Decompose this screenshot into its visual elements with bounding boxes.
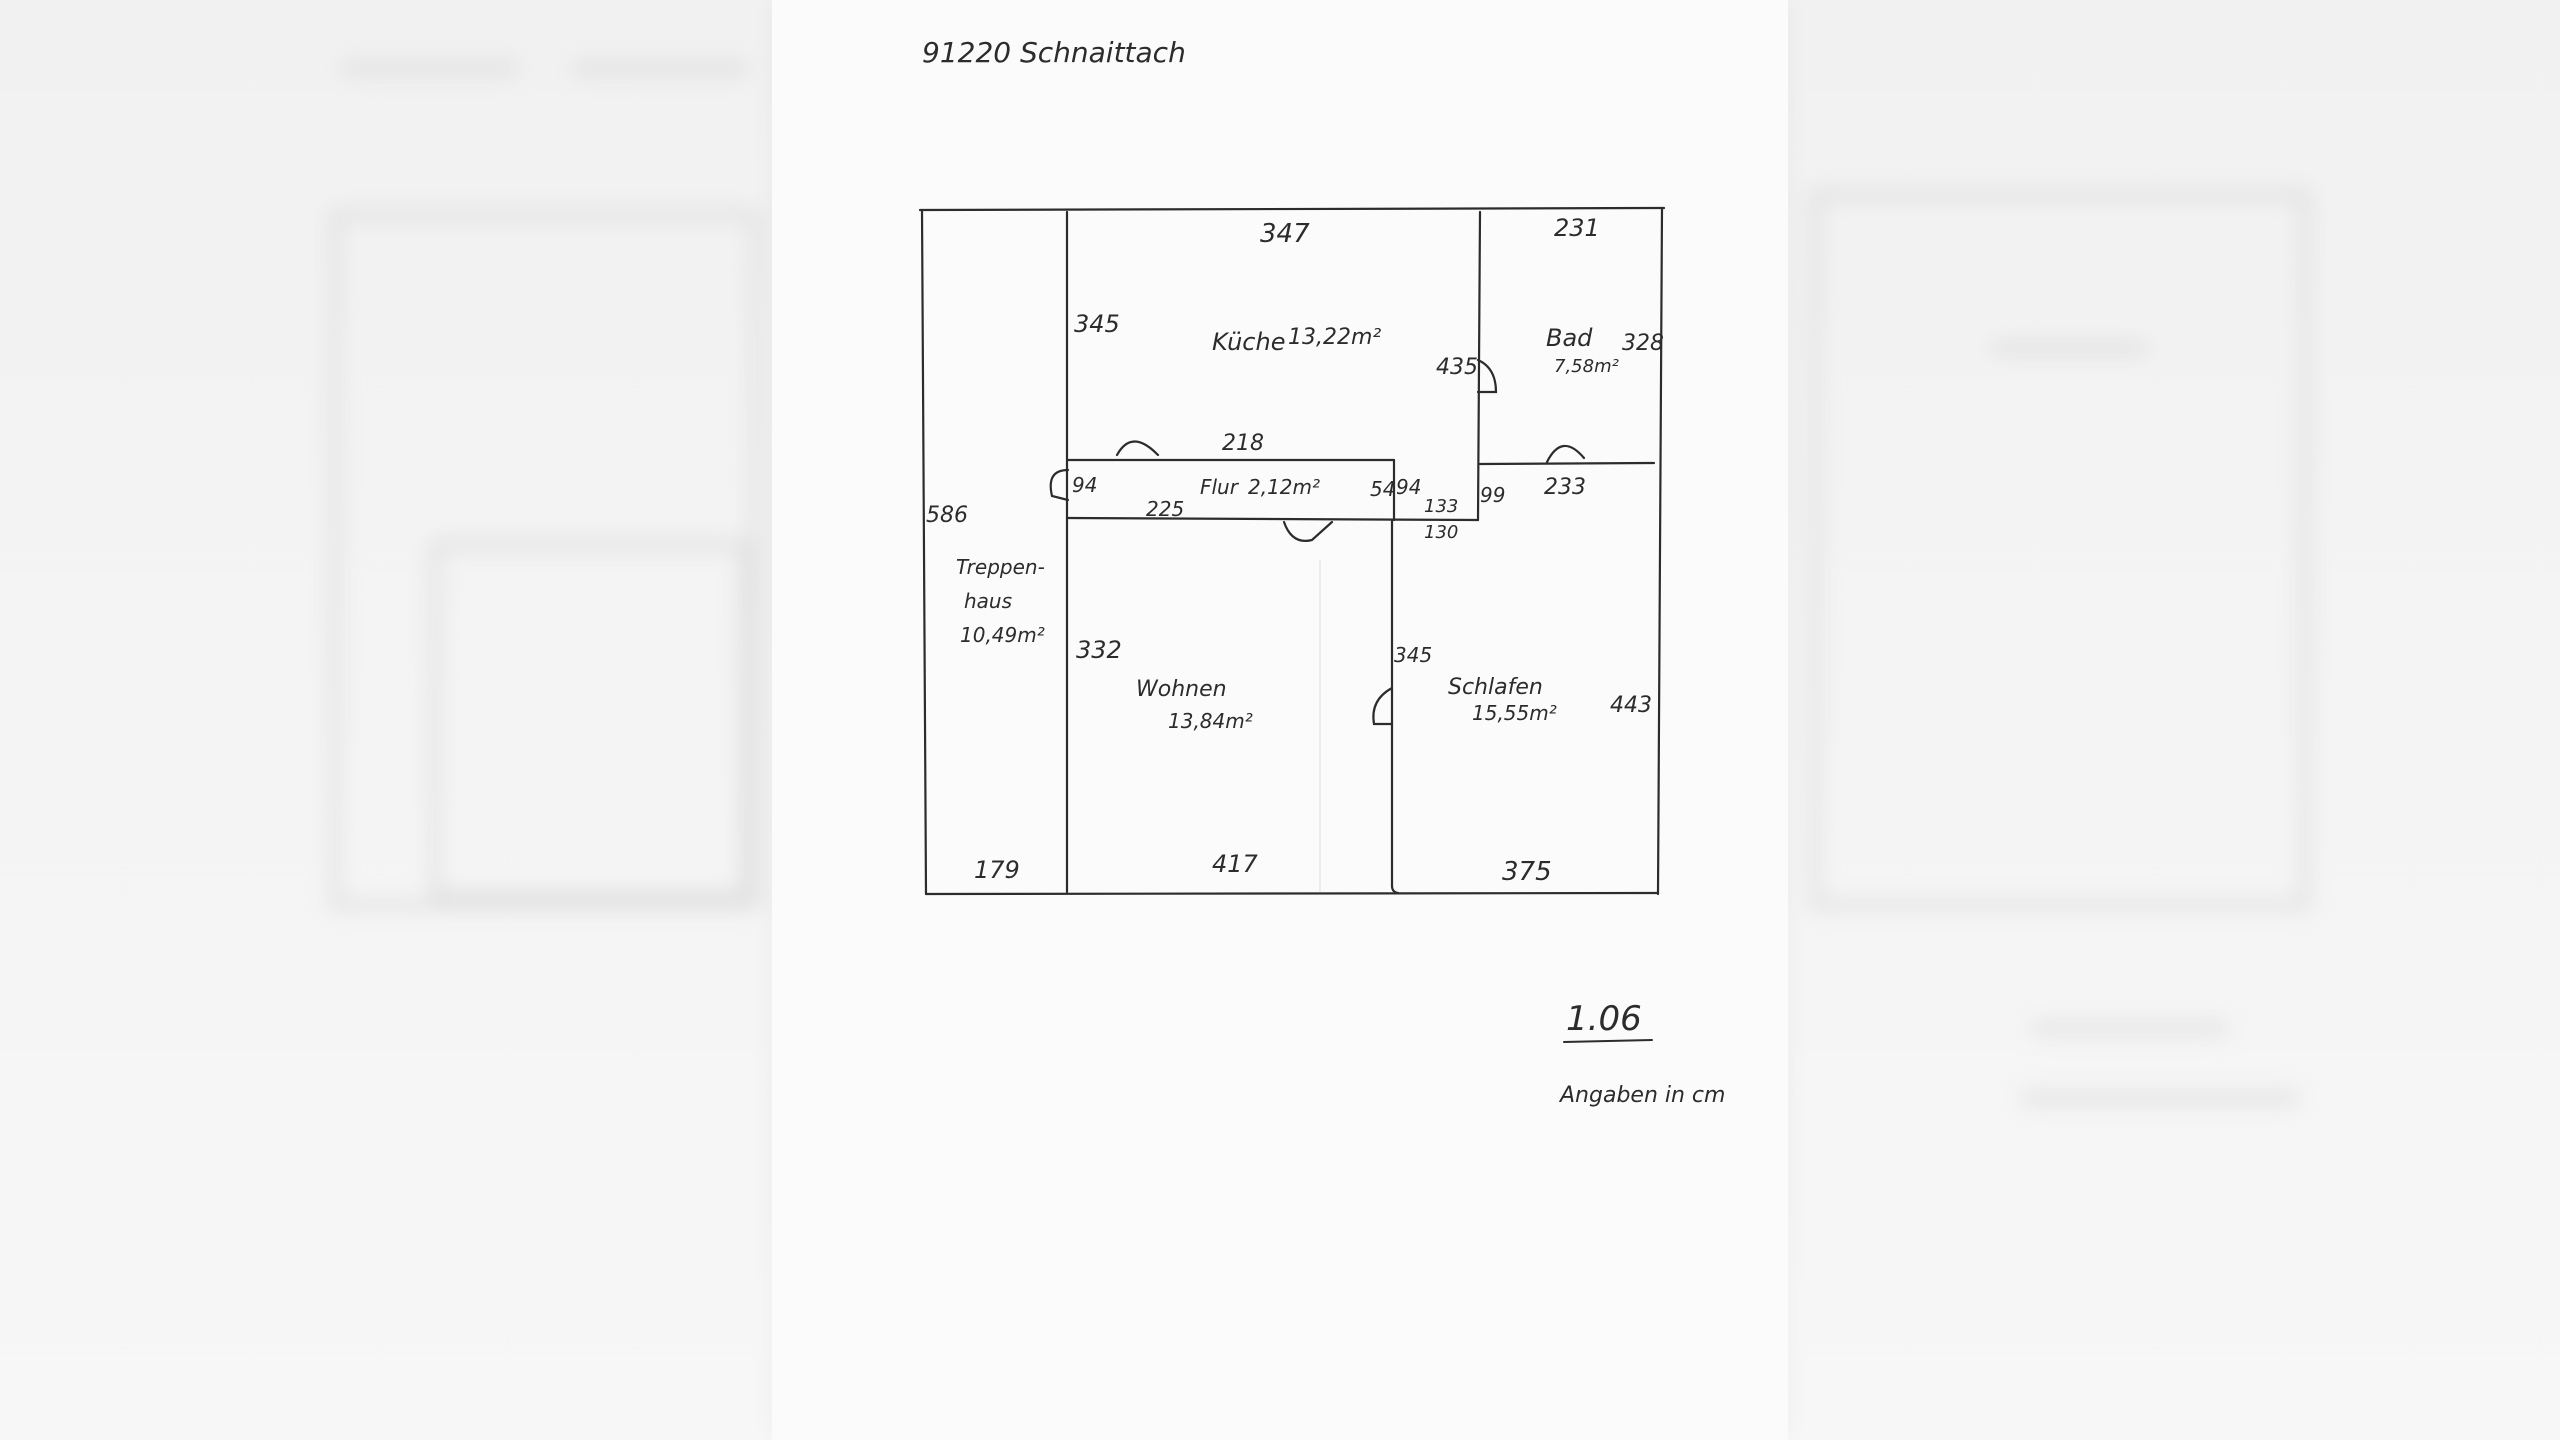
wall-top <box>918 206 1666 212</box>
dim-bedroom-left: 345 <box>1394 643 1432 667</box>
room-kuche-area: 13,22m² <box>1288 325 1381 350</box>
dim-stair-bottom: 179 <box>974 856 1020 884</box>
dim-hall-left: 94 <box>1072 473 1097 497</box>
dim-kitchen-left: 345 <box>1074 310 1120 338</box>
wall-hall-bottom <box>1066 516 1480 522</box>
dim-bath-top: 231 <box>1554 214 1600 242</box>
plan-id-underline <box>1563 1039 1653 1043</box>
door-swing-kitchen <box>1115 440 1160 457</box>
room-treppenhaus-area: 10,49m² <box>960 623 1045 647</box>
dim-99: 99 <box>1480 483 1505 507</box>
room-wohnen-name: Wohnen <box>1136 677 1227 702</box>
door-swing-stair <box>1049 468 1070 502</box>
room-schlafen-area: 15,55m² <box>1472 701 1557 725</box>
dim-living-bottom: 417 <box>1212 850 1259 878</box>
blurred-left-echo <box>300 20 760 940</box>
dim-hall-right-2: 94 <box>1396 475 1421 499</box>
room-schlafen-name: Schlafen <box>1448 675 1543 700</box>
address-label: 91220 Schnaittach <box>922 36 1186 69</box>
dim-bath-right: 328 <box>1622 331 1664 356</box>
room-kuche-name: Küche <box>1212 328 1285 356</box>
wall-kitchen-right <box>1476 210 1482 522</box>
room-wohnen-area: 13,84m² <box>1168 709 1253 733</box>
dim-bath-bottom: 233 <box>1544 475 1586 500</box>
units-note: Angaben in cm <box>1558 1083 1725 1108</box>
wall-bath-bottom <box>1478 461 1656 466</box>
room-flur-area: 2,12m² <box>1248 475 1320 499</box>
dim-133: 133 <box>1424 496 1458 517</box>
dim-hall-right: 54 <box>1370 477 1395 501</box>
room-treppenhaus-line1: Treppen- <box>956 555 1045 579</box>
plan-id: 1.06 <box>1566 999 1642 1039</box>
dim-hall-bottom: 225 <box>1146 497 1184 521</box>
dim-bedroom-bottom: 375 <box>1502 857 1552 887</box>
floor-plan-drawing: 91220 Schnaittach 347 231 345 Küche 13,2… <box>918 36 1725 1108</box>
dim-130: 130 <box>1424 522 1458 543</box>
scanned-page: 91220 Schnaittach 347 231 345 Küche 13,2… <box>772 0 1788 1440</box>
wall-bottom <box>924 891 1660 896</box>
dim-kitchen-right: 435 <box>1436 355 1478 380</box>
door-swing-bedroom <box>1372 686 1394 726</box>
dim-hall-top: 218 <box>1222 431 1264 456</box>
door-swing-bath <box>1545 444 1586 464</box>
dim-kitchen-top: 347 <box>1260 219 1310 249</box>
wall-bedroom-corner <box>1390 884 1400 895</box>
room-treppenhaus-line2: haus <box>964 589 1012 613</box>
room-bad-name: Bad <box>1546 324 1593 352</box>
dim-stair-height: 586 <box>926 503 968 528</box>
door-swing-living <box>1282 520 1334 542</box>
blurred-right-echo <box>1800 160 2320 1120</box>
dim-bedroom-right: 443 <box>1610 693 1652 718</box>
room-flur-name: Flur <box>1200 475 1240 499</box>
room-bad-area: 7,58m² <box>1554 356 1619 377</box>
wall-right <box>1656 206 1664 896</box>
dim-living-height: 332 <box>1076 636 1122 664</box>
door-swing-bath-left <box>1476 358 1498 394</box>
wall-left <box>920 208 928 896</box>
